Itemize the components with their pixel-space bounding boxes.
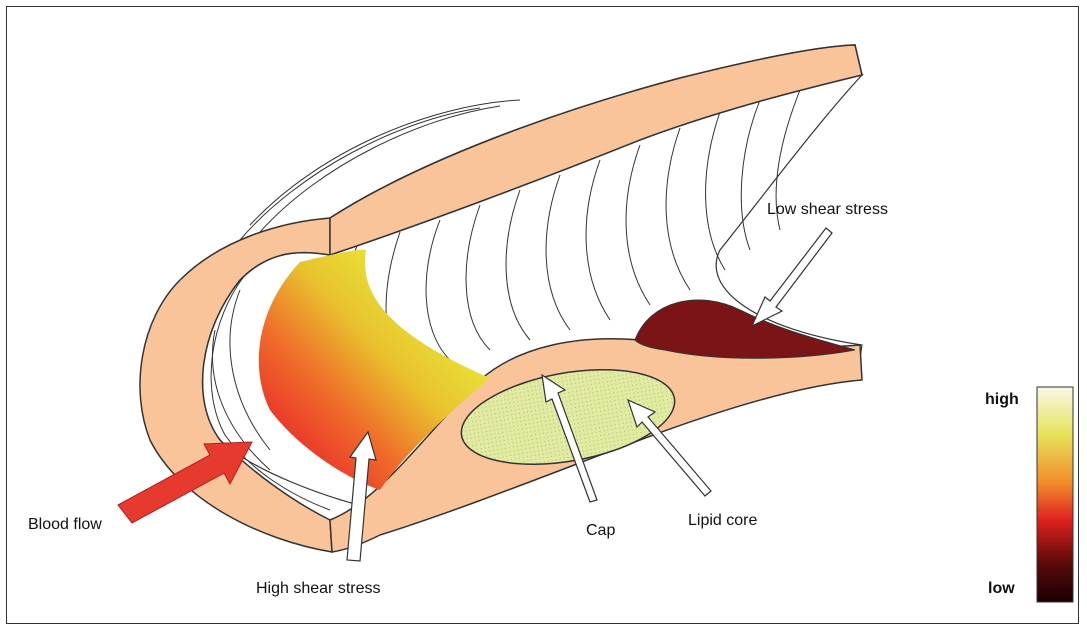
- shear-stress-color-scale: [1037, 387, 1073, 602]
- blood-flow-label: Blood flow: [28, 516, 102, 533]
- low-shear-arrow: [752, 228, 832, 326]
- high-shear-stress-label: High shear stress: [256, 580, 381, 597]
- lipid-core-label: Lipid core: [688, 512, 757, 529]
- low-shear-stress-label: Low shear stress: [767, 201, 888, 218]
- scale-low-label: low: [988, 580, 1015, 597]
- cap-label: Cap: [586, 522, 615, 539]
- scale-high-label: high: [985, 391, 1019, 408]
